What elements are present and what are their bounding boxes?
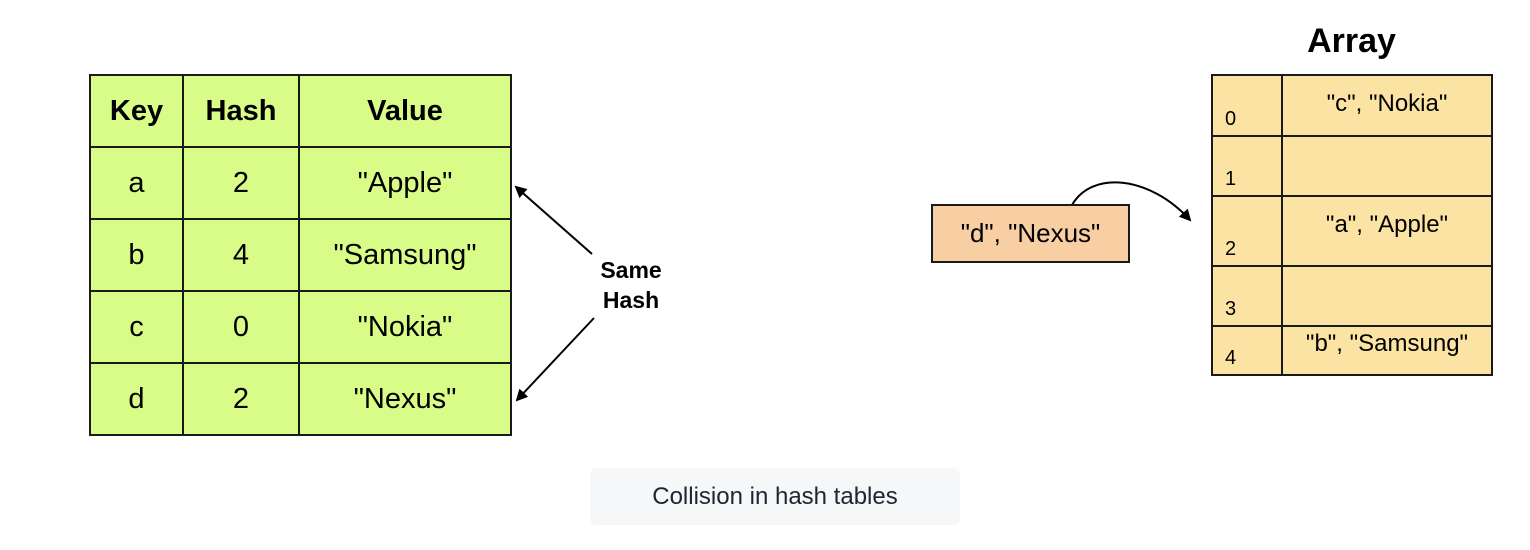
hash-table: Key Hash Value a 2 "Apple" b 4 "Samsung"…	[89, 74, 512, 436]
array-value	[1283, 267, 1491, 325]
array-index-label: 4	[1225, 347, 1237, 369]
array: 0 "c", "Nokia" 1 2 "a", "Apple" 3 4 "b",…	[1211, 74, 1493, 376]
array-slot: 4 "b", "Samsung"	[1213, 327, 1491, 374]
same-hash-line1: Same	[600, 257, 662, 283]
cell-value: "Nokia"	[298, 290, 512, 364]
figure-caption: Collision in hash tables	[590, 468, 960, 525]
array-value	[1283, 137, 1491, 195]
array-slot: 0 "c", "Nokia"	[1213, 76, 1491, 137]
table-row: c 0 "Nokia"	[89, 290, 512, 364]
cell-hash: 2	[182, 362, 300, 436]
array-index-label: 3	[1225, 298, 1237, 320]
table-row: d 2 "Nexus"	[89, 362, 512, 436]
array-slot: 3	[1213, 267, 1491, 327]
same-hash-label: Same Hash	[578, 255, 684, 315]
array-slot: 2 "a", "Apple"	[1213, 197, 1491, 267]
arrow-to-apple-row	[514, 185, 593, 255]
cell-key: a	[89, 146, 184, 220]
incoming-entry-label: "d", "Nexus"	[960, 218, 1101, 248]
same-hash-line2: Hash	[602, 287, 660, 313]
array-index: 3	[1213, 267, 1283, 325]
header-hash: Hash	[182, 74, 300, 148]
cell-hash: 4	[182, 218, 300, 292]
cell-key: b	[89, 218, 184, 292]
array-value: "a", "Apple"	[1325, 211, 1449, 238]
array-slot: 1	[1213, 137, 1491, 197]
cell-hash: 0	[182, 290, 300, 364]
arrow-to-nexus-row	[515, 317, 595, 402]
array-index-label: 2	[1225, 238, 1237, 260]
hash-table-header-row: Key Hash Value	[89, 74, 512, 148]
cell-value: "Samsung"	[298, 218, 512, 292]
table-row: b 4 "Samsung"	[89, 218, 512, 292]
array-value: "c", "Nokia"	[1326, 90, 1448, 117]
array-index: 4	[1213, 327, 1283, 374]
cell-value: "Apple"	[298, 146, 512, 220]
array-index-label: 0	[1225, 108, 1237, 130]
header-key: Key	[89, 74, 184, 148]
array-index: 2	[1213, 197, 1283, 265]
array-index-label: 1	[1225, 168, 1237, 190]
array-title: Array	[1307, 22, 1396, 60]
header-value: Value	[298, 74, 512, 148]
cell-hash: 2	[182, 146, 300, 220]
cell-value: "Nexus"	[298, 362, 512, 436]
array-index: 1	[1213, 137, 1283, 195]
array-value: "b", "Samsung"	[1305, 330, 1469, 357]
incoming-entry-box: "d", "Nexus"	[931, 204, 1130, 263]
cell-key: c	[89, 290, 184, 364]
cell-key: d	[89, 362, 184, 436]
array-index: 0	[1213, 76, 1283, 135]
table-row: a 2 "Apple"	[89, 146, 512, 220]
